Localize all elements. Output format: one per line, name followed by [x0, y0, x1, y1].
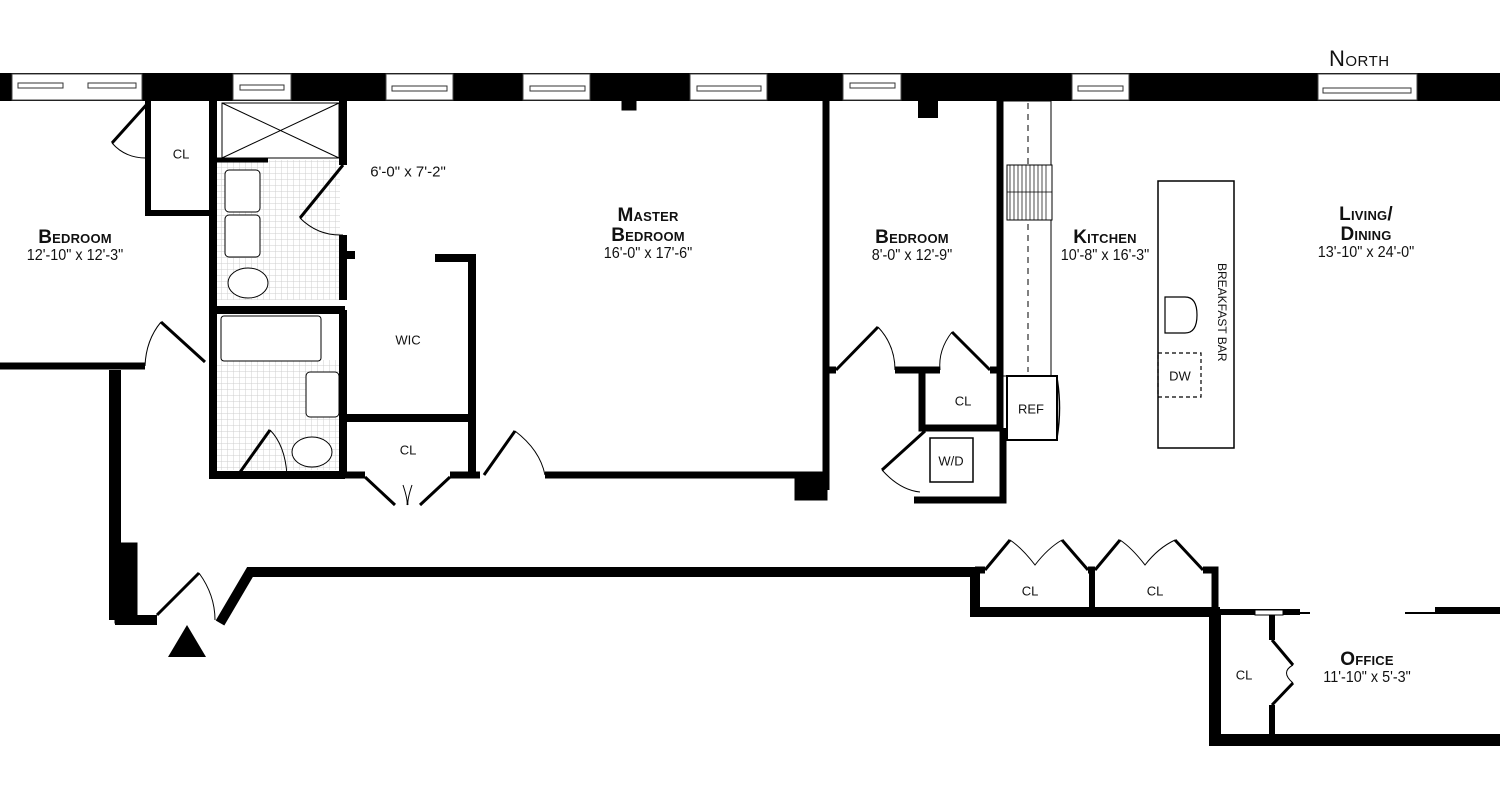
- bedroom-1-closet: [110, 101, 213, 216]
- dishwasher-label: DW: [1169, 368, 1191, 384]
- room-dimensions: 10'-8" x 16'-3": [1060, 246, 1150, 264]
- master-bedroom-walls: [482, 99, 830, 501]
- washer-dryer-label: W/D: [938, 453, 964, 469]
- north-wall: [0, 73, 1500, 101]
- room-dimensions: 8'-0" x 12'-9": [871, 246, 953, 264]
- bathroom: [209, 101, 347, 479]
- room-name: Office: [1340, 649, 1394, 670]
- room-label-office: Office 11'-10" x 5'-3": [1318, 650, 1415, 687]
- room-name: Kitchen: [1073, 227, 1137, 248]
- entry-arrow-icon: [168, 625, 206, 657]
- room-label-kitchen: Kitchen 10'-8" x 16'-3": [1056, 228, 1154, 265]
- bath-dimensions: 6'-0" x 7'-2": [370, 163, 446, 181]
- compass-north: North: [1329, 46, 1390, 71]
- wic-label: WIC: [395, 332, 421, 348]
- closet-label: CL: [1235, 667, 1253, 683]
- breakfast-bar-label: BREAKFAST BAR: [1215, 263, 1229, 362]
- room-name: Bedroom: [875, 227, 949, 248]
- walk-in-closet: [345, 251, 480, 507]
- hallway-walls: [0, 320, 1500, 746]
- bedroom-2-walls: [826, 95, 1007, 504]
- refrigerator-label: REF: [1018, 401, 1044, 417]
- room-name-line1: Master: [617, 205, 679, 226]
- room-label-bedroom-1: Bedroom 12'-10" x 12'-3": [21, 228, 128, 265]
- room-dimensions: 13'-10" x 24'-0": [1317, 243, 1415, 261]
- room-label-bedroom-2: Bedroom 8'-0" x 12'-9": [867, 228, 957, 265]
- closet-label: CL: [1146, 583, 1164, 599]
- closet-label: CL: [172, 146, 190, 162]
- room-label-master-bedroom: Master Bedroom 16'-0" x 17'-6": [599, 206, 697, 263]
- closet-label: CL: [399, 442, 417, 458]
- room-dimensions: 16'-0" x 17'-6": [603, 244, 693, 262]
- room-dimensions: 12'-10" x 12'-3": [26, 246, 124, 264]
- room-dimensions: 11'-10" x 5'-3": [1323, 668, 1411, 686]
- room-name-line1: Living/: [1339, 204, 1393, 225]
- room-name: Bedroom: [38, 227, 112, 248]
- kitchen-fixtures: [1002, 100, 1235, 449]
- room-label-living-dining: Living/ Dining 13'-10" x 24'-0": [1312, 205, 1419, 262]
- room-name-line2: Dining: [1340, 223, 1392, 245]
- closet-label: CL: [954, 393, 972, 409]
- room-name-line2: Bedroom: [611, 224, 685, 246]
- closet-label: CL: [1021, 583, 1039, 599]
